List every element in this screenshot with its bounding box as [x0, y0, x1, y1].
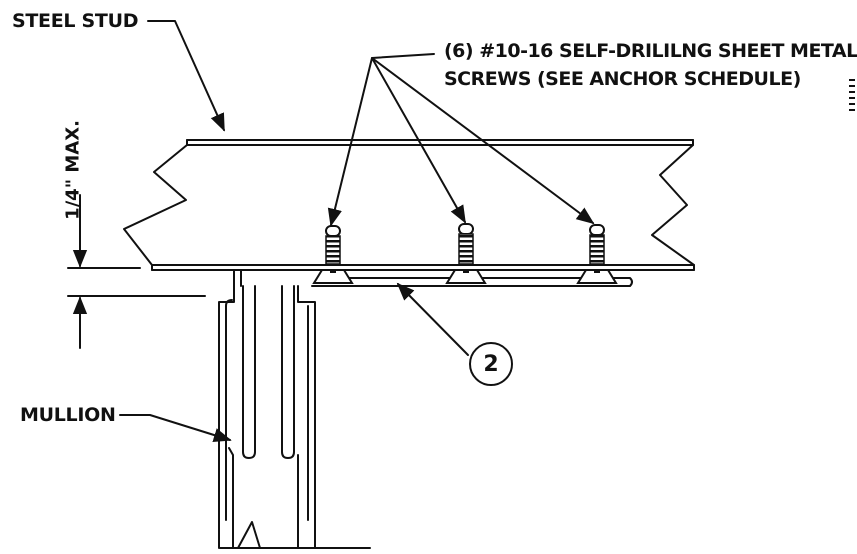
screw-3	[576, 224, 618, 284]
screw-2	[445, 223, 487, 284]
screw-1	[312, 225, 354, 284]
mullion-label: MULLION	[20, 404, 116, 426]
screws-label-line-2: SCREWS (SEE ANCHOR SCHEDULE)	[444, 68, 801, 90]
steel-stud-label: STEEL STUD	[12, 10, 139, 32]
steel-stud	[123, 139, 695, 271]
callout-circle	[469, 342, 513, 386]
clip-angle	[311, 277, 633, 287]
max-gap-label: 1/4" MAX.	[62, 120, 84, 220]
screws-label-line-1: (6) #10-16 SELF-DRILILNG SHEET METAL	[444, 40, 857, 62]
edge-hatch-mark	[849, 79, 855, 111]
callout-number: 2	[483, 351, 499, 377]
leader-lines	[119, 20, 595, 443]
mullion	[218, 269, 371, 549]
max-gap-dimension	[67, 194, 206, 349]
